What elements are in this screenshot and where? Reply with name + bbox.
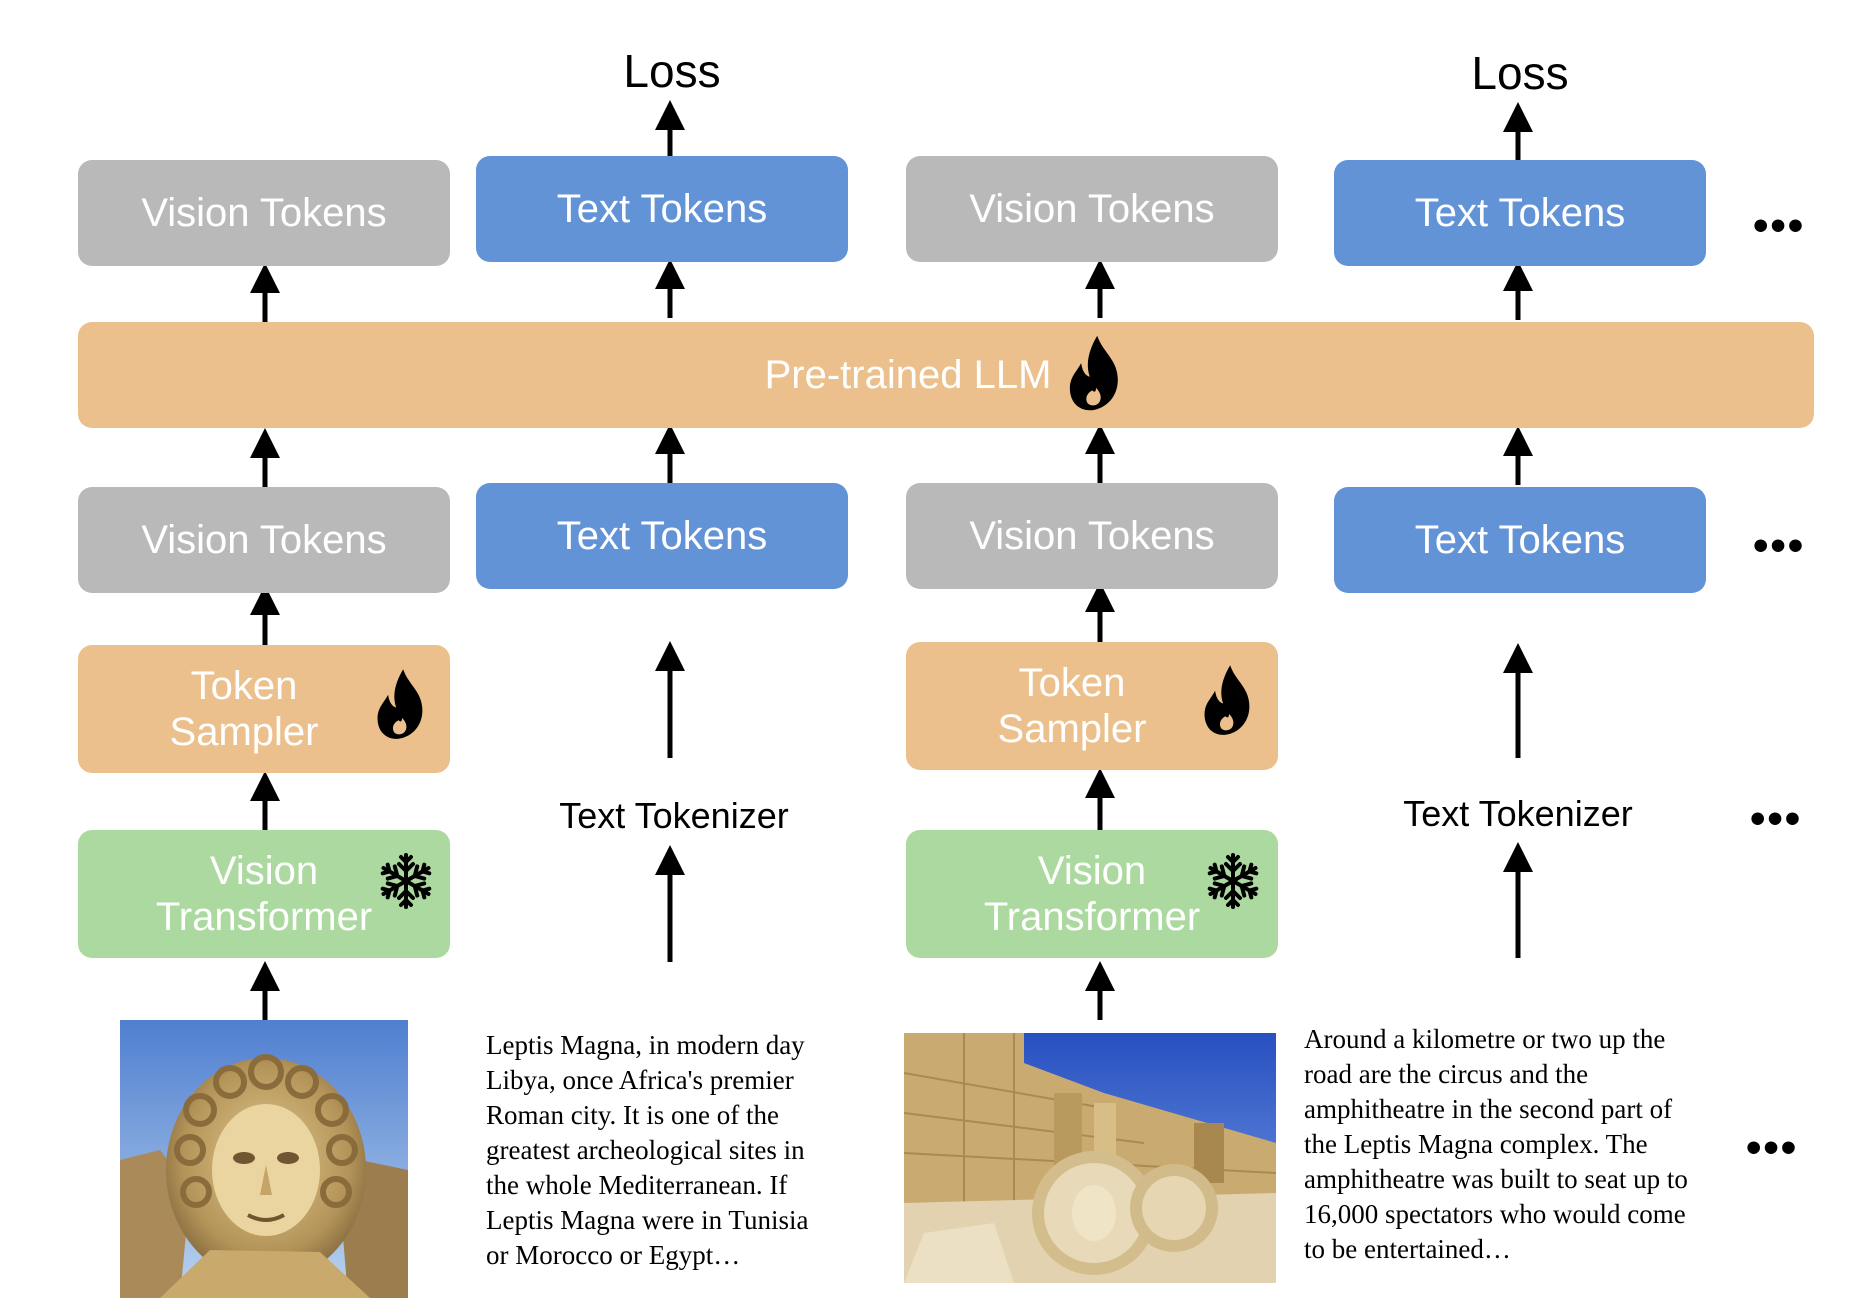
ellipsis-output-row: ••• [1753,201,1806,250]
snowflake-icon [1204,853,1262,909]
ruins-photo [904,1033,1276,1283]
vision-transformer-line2: Transformer [155,895,373,939]
loss-label-1: Loss [623,45,721,97]
pretrained-llm: Pre-trained LLM [78,322,1814,428]
fire-icon [377,669,423,739]
caption-line: Leptis Magna were in Tunisia [486,1205,809,1235]
text-tokenizer-2: Text Tokenizer [1403,793,1633,834]
caption-text-1: Leptis Magna, in modern day Libya, once … [486,1028,866,1273]
loss-label-2: Loss [1471,47,1569,99]
snowflake-icon [377,853,435,909]
vision-tokens-input-1: Vision Tokens [78,487,450,593]
caption-line: amphitheatre was built to seat up to [1304,1164,1688,1194]
medusa-photo [120,1020,408,1298]
caption-line: the whole Mediterranean. If [486,1170,788,1200]
fire-icon [1070,335,1119,411]
caption-line: greatest archeological sites in [486,1135,805,1165]
caption-line: road are the circus and the [1304,1059,1589,1089]
caption-line: Roman city. It is one of the [486,1100,779,1130]
token-sampler-line1: Token [1018,661,1126,705]
fire-icon [1204,665,1250,735]
caption-line: Around a kilometre or two up the [1304,1024,1666,1054]
caption-line: Libya, once Africa's premier [486,1065,794,1095]
caption-line: amphitheatre in the second part of [1304,1094,1673,1124]
token-sampler-1: Token Sampler [78,645,450,773]
vision-transformer-line2: Transformer [983,895,1201,939]
caption-line: 16,000 spectators who would come [1304,1199,1686,1229]
vision-tokens-input-2: Vision Tokens [906,483,1278,589]
llm-label: Pre-trained LLM [764,353,1052,397]
text-tokens-input-2: Text Tokens [1334,487,1706,593]
caption-line: or Morocco or Egypt… [486,1240,741,1270]
caption-text-2: Around a kilometre or two up the road ar… [1304,1022,1764,1267]
ellipsis-input-caption-row: ••• [1746,1123,1799,1172]
vision-transformer-line1: Vision [209,849,319,893]
vision-tokens-output-2: Vision Tokens [906,156,1278,262]
caption-line: to be entertained… [1304,1234,1511,1264]
vision-tokens-output-1: Vision Tokens [78,160,450,266]
text-tokenizer-1: Text Tokenizer [559,795,789,836]
text-tokens-input-1: Text Tokens [476,483,848,589]
token-sampler-line2: Sampler [997,707,1147,751]
text-tokens-output-2: Text Tokens [1334,160,1706,266]
caption-line: Leptis Magna, in modern day [486,1030,805,1060]
caption-line: the Leptis Magna complex. The [1304,1129,1648,1159]
vision-transformer-line1: Vision [1037,849,1147,893]
text-tokens-output-1: Text Tokens [476,156,848,262]
ellipsis-tokenizer-row: ••• [1750,794,1803,843]
token-sampler-line2: Sampler [169,710,319,754]
vision-transformer-1: Vision Transformer [78,830,450,958]
ellipsis-input-row: ••• [1753,521,1806,570]
token-sampler-line1: Token [190,664,298,708]
